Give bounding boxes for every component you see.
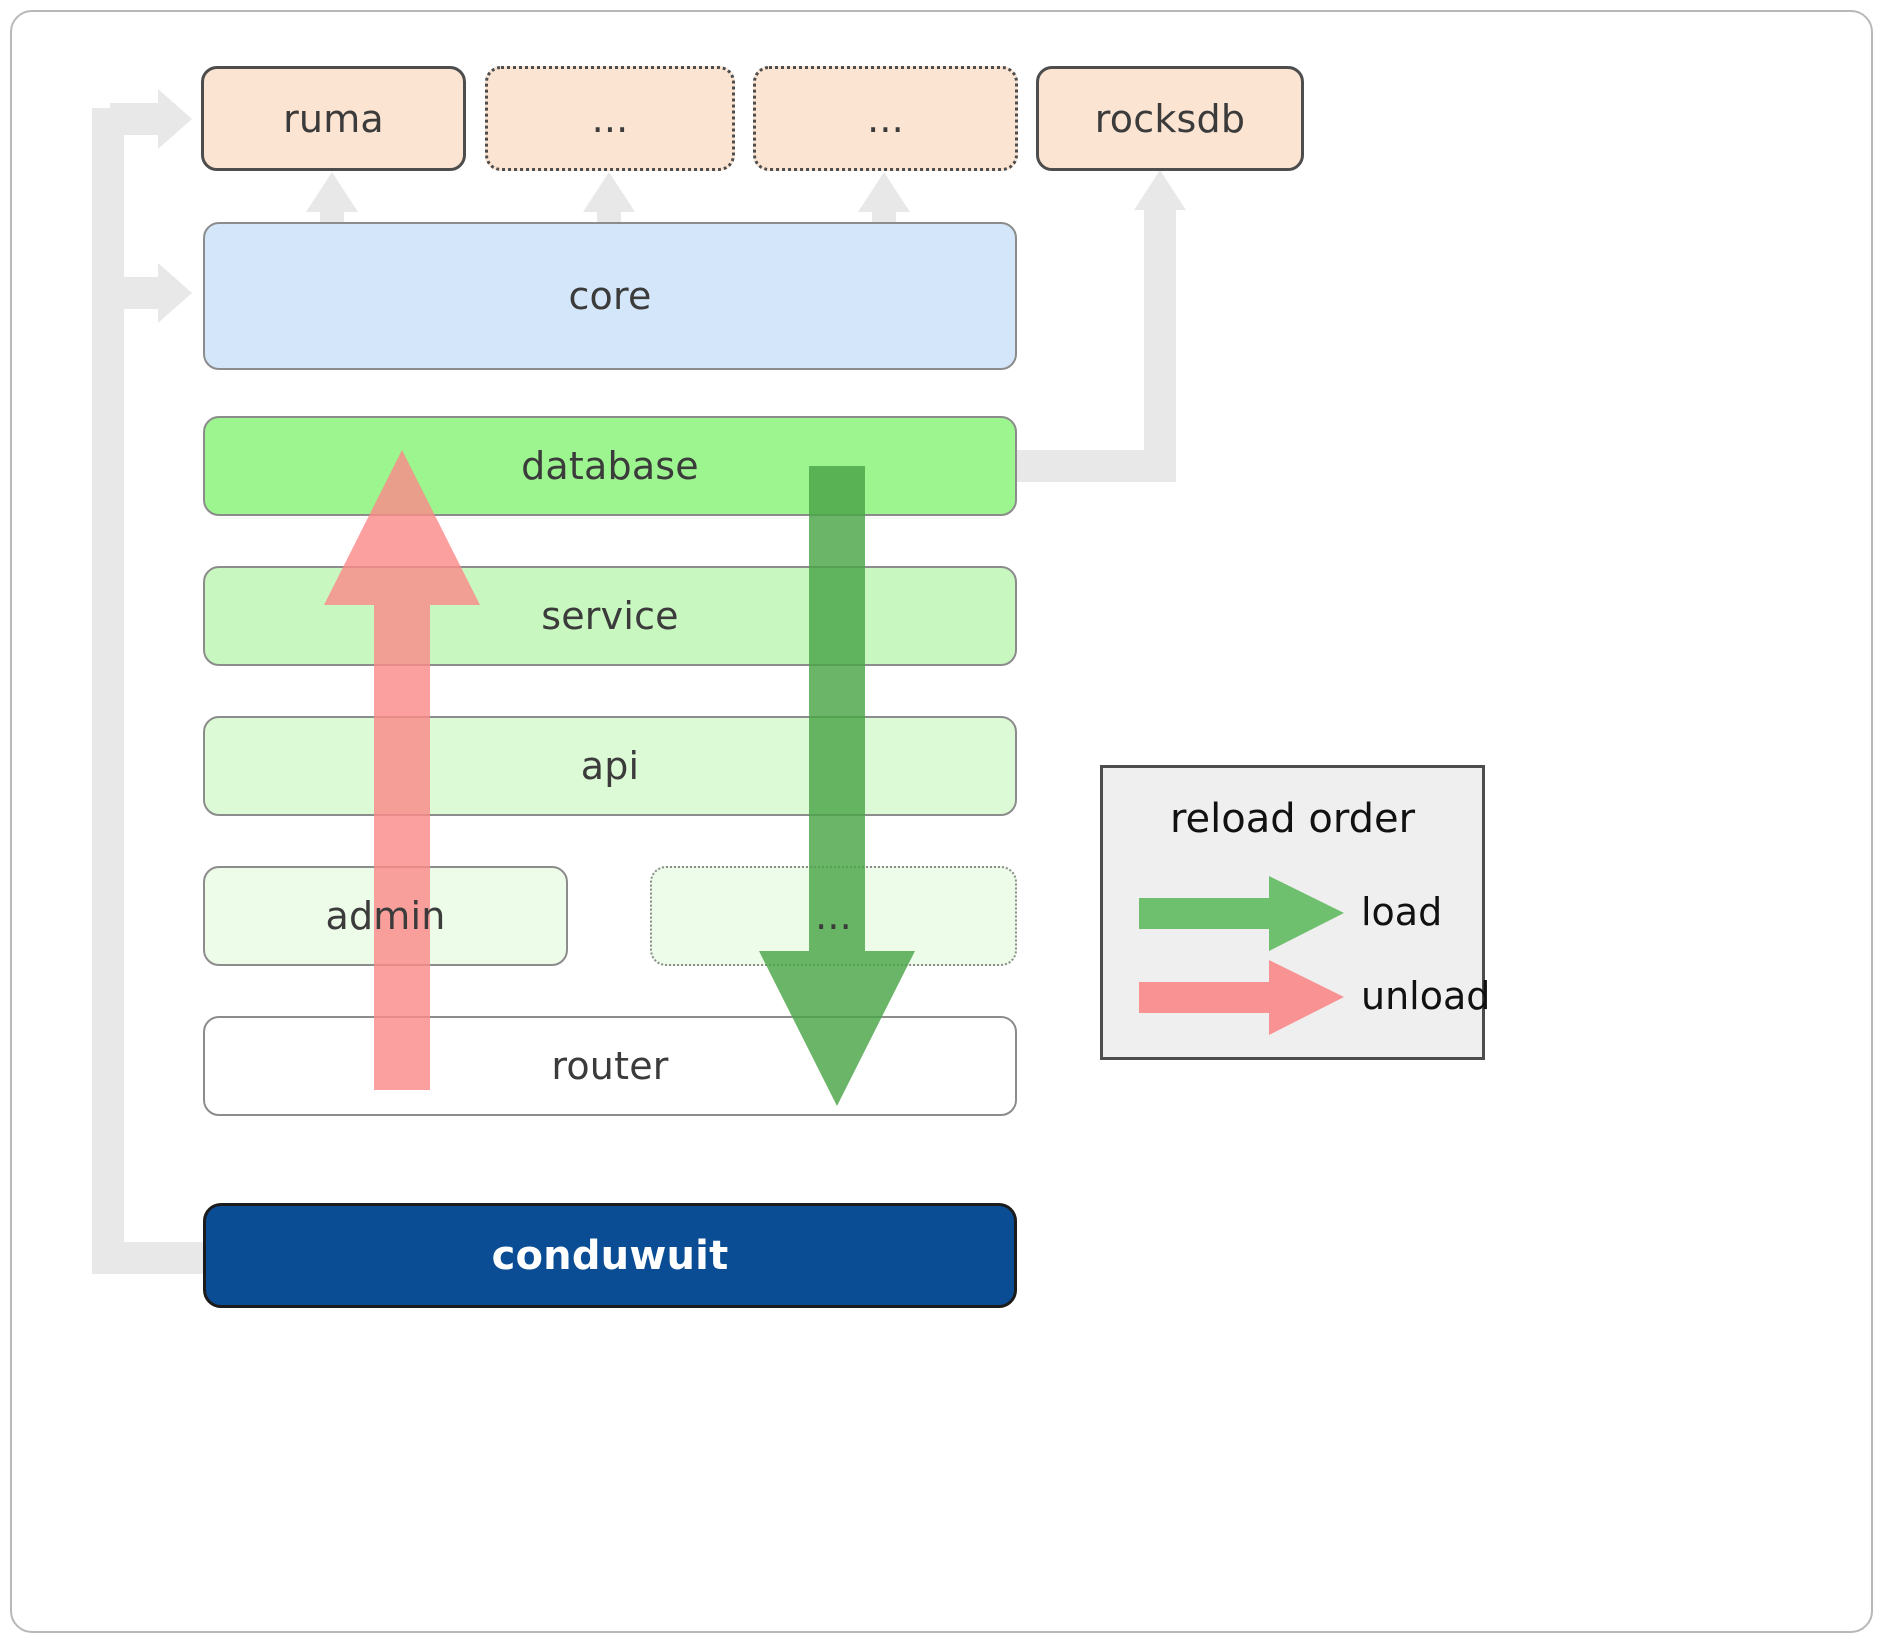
layer-box-core[interactable]: core	[203, 222, 1017, 370]
layer-label: router	[551, 1044, 669, 1088]
layer-label: service	[541, 594, 679, 638]
binary-label: conduwuit	[491, 1232, 729, 1279]
connector-to-core-arrowhead	[158, 263, 192, 323]
dependency-label: ...	[867, 96, 904, 141]
dependency-label: ruma	[283, 96, 384, 141]
legend-unload-arrow-icon	[1139, 960, 1344, 1039]
layer-label: database	[521, 444, 699, 488]
load-arrow	[755, 466, 920, 1106]
unload-arrow	[320, 450, 485, 1090]
dependency-box-ellipsis-2[interactable]: ...	[753, 66, 1018, 171]
layer-label: admin	[325, 894, 446, 938]
layer-label: ...	[815, 894, 852, 938]
legend-unload-label: unload	[1361, 974, 1491, 1018]
connector-to-ruma-arrowhead	[158, 89, 192, 149]
layer-label: api	[580, 744, 640, 788]
dependency-label: ...	[591, 96, 629, 141]
dependency-box-ellipsis-1[interactable]: ...	[485, 66, 735, 171]
layer-box-router[interactable]: router	[203, 1016, 1017, 1116]
dependency-box-ruma[interactable]: ruma	[201, 66, 466, 171]
connector-conduwuit-horizontal	[92, 1242, 217, 1274]
legend-title: reload order	[1169, 796, 1416, 842]
connector-core-dep2-arrowhead	[583, 172, 635, 212]
legend-load-label: load	[1361, 890, 1443, 934]
legend-panel: reload order load unload	[1100, 765, 1490, 1060]
layer-box-api[interactable]: api	[203, 716, 1017, 816]
core-label: core	[568, 274, 652, 318]
dependency-label: rocksdb	[1094, 96, 1246, 141]
connector-core-dep3-arrowhead	[858, 172, 910, 212]
connector-database-rocksdb-vertical	[1144, 200, 1176, 482]
layer-box-database[interactable]: database	[203, 416, 1017, 516]
legend-load-arrow-icon	[1139, 876, 1344, 955]
connector-database-rocksdb-arrowhead	[1134, 170, 1186, 210]
dependency-box-rocksdb[interactable]: rocksdb	[1036, 66, 1304, 171]
connector-core-ruma-arrowhead	[306, 172, 358, 212]
binary-box-conduwuit[interactable]: conduwuit	[203, 1203, 1017, 1308]
